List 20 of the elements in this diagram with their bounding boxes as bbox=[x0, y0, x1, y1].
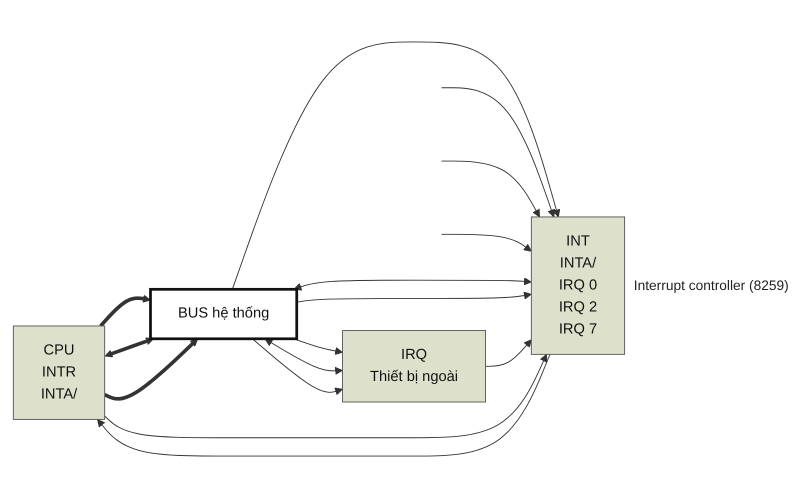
arrow bbox=[103, 338, 198, 400]
arrow bbox=[231, 40, 560, 290]
arrow bbox=[484, 338, 532, 366]
node-box bbox=[530, 216, 625, 354]
arrow bbox=[440, 233, 532, 252]
arrow bbox=[293, 276, 532, 290]
arrow bbox=[440, 86, 555, 217]
arrow bbox=[96, 353, 550, 456]
arrow bbox=[104, 354, 547, 438]
arrow bbox=[264, 338, 342, 374]
caption-text: Interrupt controller (8259) bbox=[633, 278, 788, 293]
block-diagram: CPU INTR INTA/ INT INTA/ IRQ 0 IRQ 2 IRQ 7 IRQ Thiết bị ngoài BUS hệ thống Interrupt controller (8259) bbox=[6, 4, 796, 494]
node-box bbox=[148, 287, 298, 340]
arrow bbox=[296, 291, 532, 302]
arrow bbox=[251, 338, 342, 395]
arrow bbox=[104, 336, 154, 357]
arrow bbox=[440, 160, 540, 217]
node-box bbox=[12, 325, 105, 420]
node-box bbox=[342, 330, 486, 402]
arrow bbox=[98, 294, 150, 327]
